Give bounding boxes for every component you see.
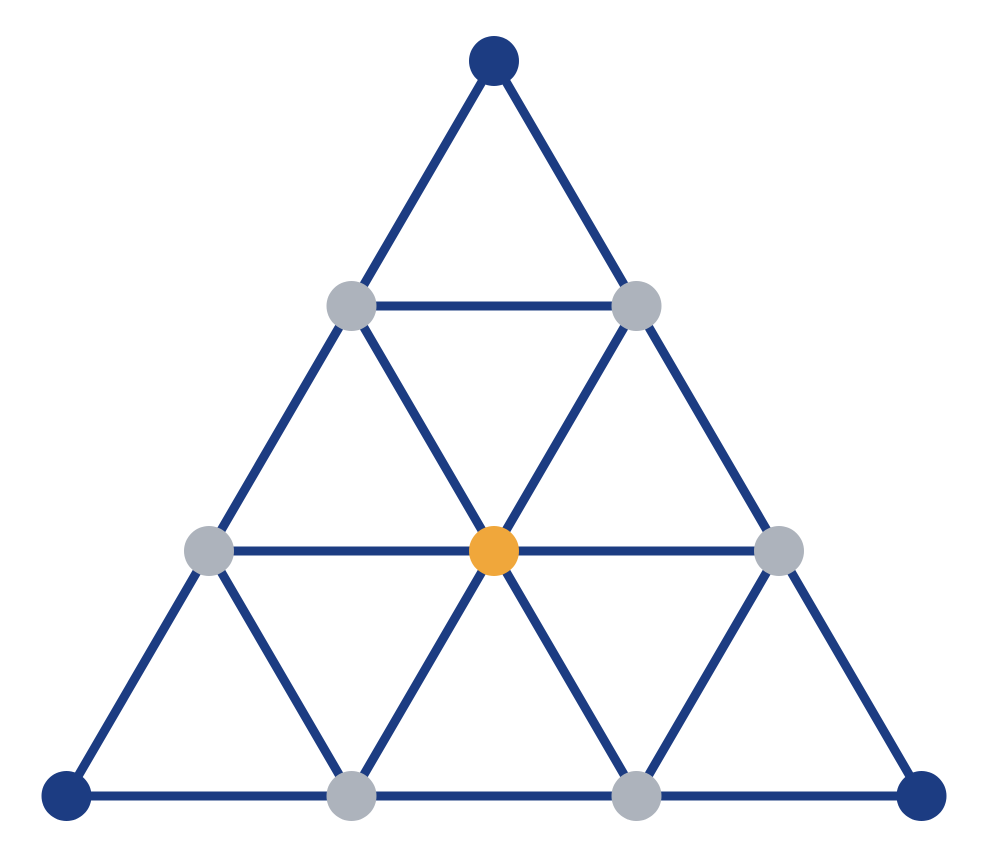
edge-top-to-upper-right: [489, 56, 641, 311]
edge-middle-left-to-bottom-mid-left: [204, 546, 356, 801]
edge-middle-left-to-bottom-left: [62, 546, 214, 801]
node-center: [469, 526, 519, 576]
node-bottom-mid-left: [326, 771, 377, 821]
node-bottom-mid-right: [611, 771, 662, 821]
node-bottom-right: [896, 771, 947, 821]
edge-middle-right-to-bottom-mid-right: [632, 546, 784, 801]
edge-top-to-upper-left: [347, 56, 499, 311]
node-upper-left: [326, 281, 377, 331]
edges-layer: [62, 56, 926, 801]
node-middle-right: [754, 526, 804, 576]
edge-upper-left-to-middle-left: [204, 301, 356, 556]
edge-center-to-bottom-mid-right: [489, 546, 641, 801]
edge-middle-right-to-bottom-right: [774, 546, 926, 801]
nodes-layer: [41, 36, 947, 821]
edge-upper-right-to-center: [489, 301, 641, 556]
node-upper-right: [611, 281, 662, 331]
edge-upper-left-to-center: [347, 301, 499, 556]
node-bottom-left: [41, 771, 92, 821]
edge-upper-right-to-middle-right: [632, 301, 784, 556]
node-top: [469, 36, 519, 86]
edge-center-to-bottom-mid-left: [347, 546, 499, 801]
node-middle-left: [184, 526, 234, 576]
